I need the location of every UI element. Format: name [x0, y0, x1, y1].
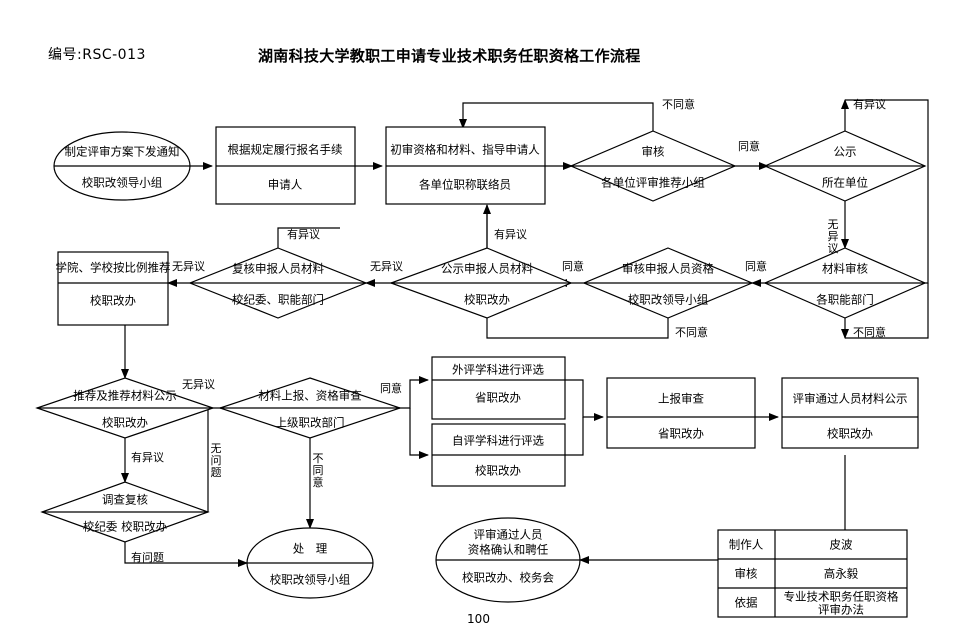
node-n2-top: 根据规定履行报名手续 — [228, 143, 343, 157]
edge-label-e11: 无异议 — [172, 260, 205, 273]
node-n13-bottom: 上级职改部门 — [276, 416, 345, 430]
info-row-2-value: 专业技术职务任职资格 — [784, 590, 899, 604]
info-row-0-value: 皮波 — [830, 538, 853, 552]
node-n18[interactable]: 处 理 校职改领导小组 — [246, 527, 374, 599]
node-n9[interactable]: 复核申报人员材料 校纪委、职能部门 — [188, 247, 368, 319]
edge-label-e3: 有异议 — [853, 97, 886, 111]
node-n18-bottom: 校职改领导小组 — [270, 573, 351, 587]
node-n4-top: 审核 — [642, 145, 665, 159]
node-n16-bottom: 省职改办 — [658, 427, 704, 441]
node-n14-top: 外评学科进行评选 — [452, 363, 544, 377]
node-n1-top: 制定评审方案下发通知 — [65, 145, 180, 159]
node-n15-top: 自评学科进行评选 — [452, 434, 544, 448]
node-n16[interactable]: 上报审查 省职改办 — [606, 377, 756, 449]
node-n13[interactable]: 材料上报、资格审查 上级职改部门 — [218, 377, 402, 439]
node-n2-bottom: 申请人 — [268, 178, 303, 192]
node-n17-bottom: 校职改办 — [827, 427, 873, 441]
node-n17-top: 评审通过人员材料公示 — [793, 392, 908, 406]
edge-label-e16: 不同意 — [313, 452, 324, 489]
node-n4[interactable]: 审核 各单位评审推荐小组 — [569, 130, 737, 202]
edge-label-e13: 无异议 — [182, 378, 215, 391]
edge-label-e7: 不同意 — [675, 325, 708, 339]
edge-label-e6: 同意 — [745, 259, 767, 273]
node-n19-top: 评审通过人员 — [474, 528, 543, 542]
node-n11-top: 推荐及推荐材料公示 — [73, 389, 177, 403]
node-n6[interactable]: 材料审核 各职能部门 — [763, 247, 927, 319]
node-n5[interactable]: 公示 所在单位 — [763, 130, 927, 202]
edge-label-e9: 有异议 — [287, 227, 320, 241]
node-n7-bottom: 校职改领导小组 — [628, 293, 709, 307]
info-table: 制作人 皮波 审核 高永毅 依据 专业技术职务任职资格 评审办法 — [717, 529, 908, 618]
edge-label-e15: 无问题 — [211, 442, 222, 479]
info-row-1-label: 审核 — [735, 567, 758, 581]
node-n11-bottom: 校职改办 — [102, 416, 148, 430]
edge-label-e5: 不同意 — [853, 325, 886, 339]
node-n6-bottom: 各职能部门 — [816, 293, 874, 307]
node-n10[interactable]: 学院、学校按比例推荐 校职改办 — [56, 251, 171, 326]
node-n14-bottom: 省职改办 — [475, 391, 521, 405]
node-n8[interactable]: 公示申报人员材料 校职改办 — [389, 247, 573, 319]
node-n13-top: 材料上报、资格审查 — [258, 389, 362, 403]
node-n10-bottom: 校职改办 — [90, 294, 136, 308]
node-n19[interactable]: 评审通过人员 资格确认和聘任 校职改办、校务会 — [435, 517, 581, 603]
node-n3-top: 初审资格和材料、指导申请人 — [390, 143, 540, 157]
node-n4-bottom: 各单位评审推荐小组 — [601, 176, 705, 190]
node-n17[interactable]: 评审通过人员材料公示 校职改办 — [781, 377, 919, 449]
node-n12[interactable]: 调查复核 校纪委 校职改办 — [40, 481, 210, 543]
node-n7[interactable]: 审核申报人员资格 校职改领导小组 — [582, 247, 754, 319]
info-row-1-value: 高永毅 — [824, 567, 859, 581]
page-number: 100 — [467, 612, 490, 626]
node-n15-bottom: 校职改办 — [475, 464, 521, 478]
node-n7-top: 审核申报人员资格 — [622, 262, 714, 276]
edge-label-e17: 同意 — [380, 381, 402, 395]
node-n8-bottom: 校职改办 — [464, 293, 510, 307]
node-n12-bottom: 校纪委 校职改办 — [83, 520, 168, 534]
node-n11[interactable]: 推荐及推荐材料公示 校职改办 — [35, 377, 215, 439]
node-n5-top: 公示 — [834, 145, 857, 159]
node-n16-top: 上报审查 — [658, 392, 704, 406]
edge-label-e1: 不同意 — [662, 97, 695, 111]
edge-labels: 不同意 同意 有异议 无异议 不同意 同意 不同意 有异议 有异议 无异议 无异… — [131, 97, 886, 564]
node-n14[interactable]: 外评学科进行评选 省职改办 — [431, 356, 566, 420]
info-row-2-label: 依据 — [735, 596, 758, 610]
node-n1-bottom: 校职改领导小组 — [82, 176, 163, 190]
node-n19-top2: 资格确认和聘任 — [468, 543, 549, 557]
edge-label-e8: 有异议 — [494, 227, 527, 241]
document-number: 编号:RSC-013 — [48, 47, 146, 63]
edge-label-e18: 有问题 — [131, 550, 164, 564]
node-n5-bottom: 所在单位 — [822, 176, 868, 190]
edge-label-e4: 无异议 — [828, 218, 839, 255]
node-n2[interactable]: 根据规定履行报名手续 申请人 — [215, 126, 356, 205]
node-n8-top: 公示申报人员材料 — [441, 262, 533, 276]
info-row-0-label: 制作人 — [729, 538, 764, 552]
node-n12-top: 调查复核 — [102, 493, 148, 507]
node-n9-top: 复核申报人员材料 — [232, 262, 324, 276]
edge-label-e14: 有异议 — [131, 450, 164, 464]
node-n18-top: 处 理 — [293, 542, 328, 556]
info-row-2-value2: 评审办法 — [818, 603, 864, 617]
node-n10-top: 学院、学校按比例推荐 — [56, 261, 171, 275]
edge-label-e10: 无异议 — [370, 260, 403, 273]
node-n19-bottom: 校职改办、校务会 — [462, 571, 554, 585]
node-n3-bottom: 各单位职称联络员 — [419, 178, 511, 192]
node-n9-bottom: 校纪委、职能部门 — [232, 293, 324, 307]
edge-label-e2: 同意 — [738, 139, 760, 153]
page-title: 湖南科技大学教职工申请专业技术职务任职资格工作流程 — [258, 47, 641, 65]
edge-label-e12: 同意 — [562, 259, 584, 273]
node-n6-top: 材料审核 — [822, 262, 868, 276]
node-n15[interactable]: 自评学科进行评选 校职改办 — [431, 423, 566, 487]
node-n3[interactable]: 初审资格和材料、指导申请人 各单位职称联络员 — [385, 126, 546, 205]
node-n1[interactable]: 制定评审方案下发通知 校职改领导小组 — [53, 131, 191, 201]
